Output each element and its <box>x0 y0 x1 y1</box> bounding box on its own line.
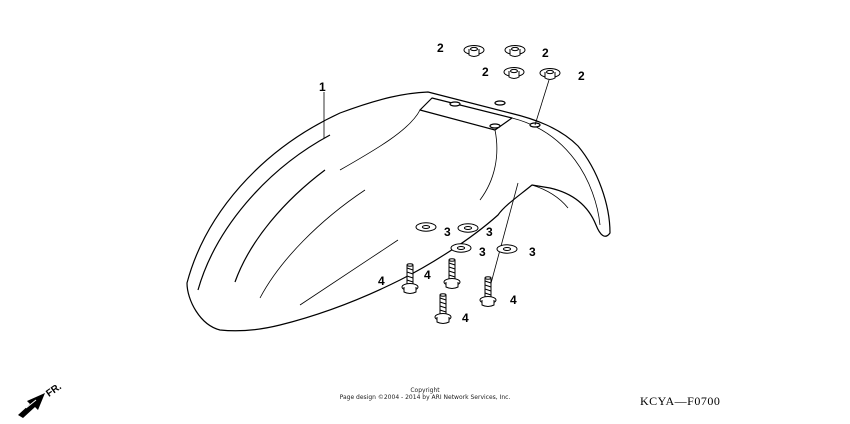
callout-nut: 2 <box>482 65 489 79</box>
washer <box>450 243 472 253</box>
copyright-text: Page design ©2004 - 2014 by ARI Network … <box>339 394 511 401</box>
callout-washer: 3 <box>486 225 493 239</box>
callout-nut: 2 <box>542 46 549 60</box>
callout-fender: 1 <box>319 80 326 94</box>
copyright-notice: Copyright Page design ©2004 - 2014 by AR… <box>300 387 550 401</box>
nut <box>504 45 526 57</box>
nut <box>503 67 525 79</box>
callout-washer: 3 <box>444 225 451 239</box>
flange-bolt <box>479 276 497 307</box>
washer <box>496 244 518 254</box>
callout-nut: 2 <box>578 69 585 83</box>
washer <box>415 222 437 232</box>
flange-bolt <box>443 258 461 289</box>
copyright-title: Copyright <box>410 387 440 394</box>
callout-bolt: 4 <box>510 293 517 307</box>
washer <box>457 223 479 233</box>
callout-washer: 3 <box>529 245 536 259</box>
nut <box>539 68 561 80</box>
front-arrow-icon <box>18 393 45 418</box>
flange-bolt <box>434 293 452 324</box>
callout-nut: 2 <box>437 41 444 55</box>
nut <box>463 45 485 57</box>
callout-bolt: 4 <box>378 274 385 288</box>
leader-lines <box>323 79 550 288</box>
callout-bolt: 4 <box>462 311 469 325</box>
front-fender <box>186 91 611 332</box>
callout-bolt: 4 <box>424 268 431 282</box>
diagram-code: KCYA—F0700 <box>640 394 721 408</box>
callout-washer: 3 <box>479 245 486 259</box>
